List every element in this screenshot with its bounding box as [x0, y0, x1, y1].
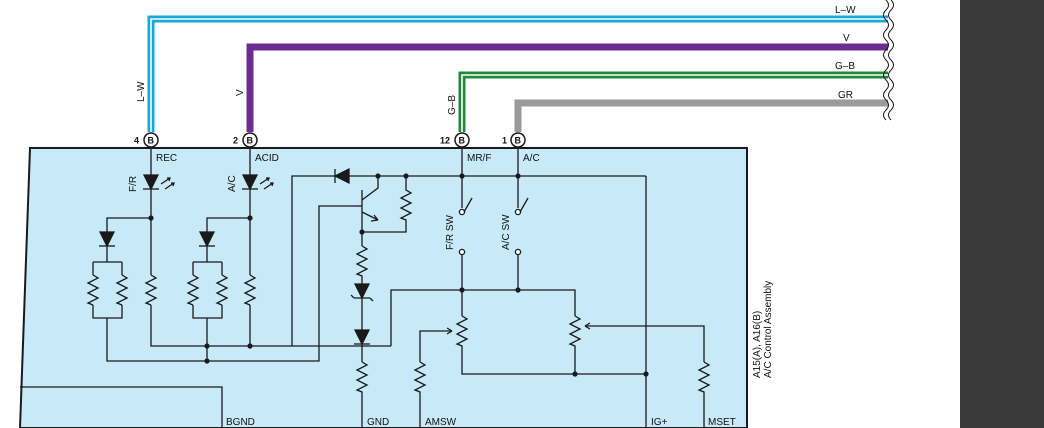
connector-pin-4: B 4: [134, 132, 159, 148]
wire-label-gb: G–B: [835, 61, 855, 72]
wire-side-label-lw: L–W: [136, 81, 147, 102]
wire-label-lw: L–W: [835, 5, 856, 16]
internal-circuit: [20, 147, 711, 428]
wire-break-marks: [883, 0, 894, 121]
connector-pin-1: B 1: [502, 132, 526, 148]
connector-num-1: 1: [502, 136, 507, 146]
terminal-label-mset: MSET: [708, 417, 736, 428]
component-box: [18, 147, 748, 428]
connector-letter-1: B: [515, 136, 522, 146]
connector-letter-2: B: [247, 136, 254, 146]
connector-num-12: 12: [440, 136, 450, 146]
wire-lw: [147, 15, 888, 132]
connector-pin-12: B 12: [440, 132, 470, 148]
terminal-label-rec: REC: [156, 153, 177, 164]
component-name: A/C Control Assembly: [763, 281, 774, 378]
wire-gb: [458, 71, 888, 132]
connector-letter-4: B: [148, 136, 155, 146]
wire-gr: [514, 99, 888, 132]
wire-v: [246, 43, 888, 132]
terminal-label-acid: ACID: [255, 153, 279, 164]
wire-label-gr: GR: [838, 90, 853, 101]
terminal-label-ac: A/C: [523, 153, 540, 164]
connector-pin-2: B 2: [233, 132, 258, 148]
terminal-label-bgnd: BGND: [226, 417, 255, 428]
led-label-ac: A/C: [227, 175, 238, 192]
wire-label-v: V: [843, 33, 850, 44]
led-label-fr: F/R: [128, 176, 139, 192]
wire-side-label-gb: G–B: [447, 95, 458, 115]
component-ref: A15(A), A16(B): [752, 311, 763, 378]
connector-num-4: 4: [134, 136, 139, 146]
junction-dots: [148, 173, 649, 377]
terminal-label-gnd: GND: [367, 417, 389, 428]
terminal-label-ig: IG+: [651, 417, 668, 428]
connector-letter-12: B: [459, 136, 466, 146]
switch-label-fr: F/R SW: [445, 214, 456, 250]
side-panel: [960, 0, 1044, 428]
terminal-label-amsw: AMSW: [425, 417, 457, 428]
switch-label-ac: A/C SW: [501, 214, 512, 250]
terminal-label-mrf: MR/F: [467, 153, 491, 164]
connector-num-2: 2: [233, 136, 238, 146]
wire-side-label-v: V: [235, 89, 246, 96]
